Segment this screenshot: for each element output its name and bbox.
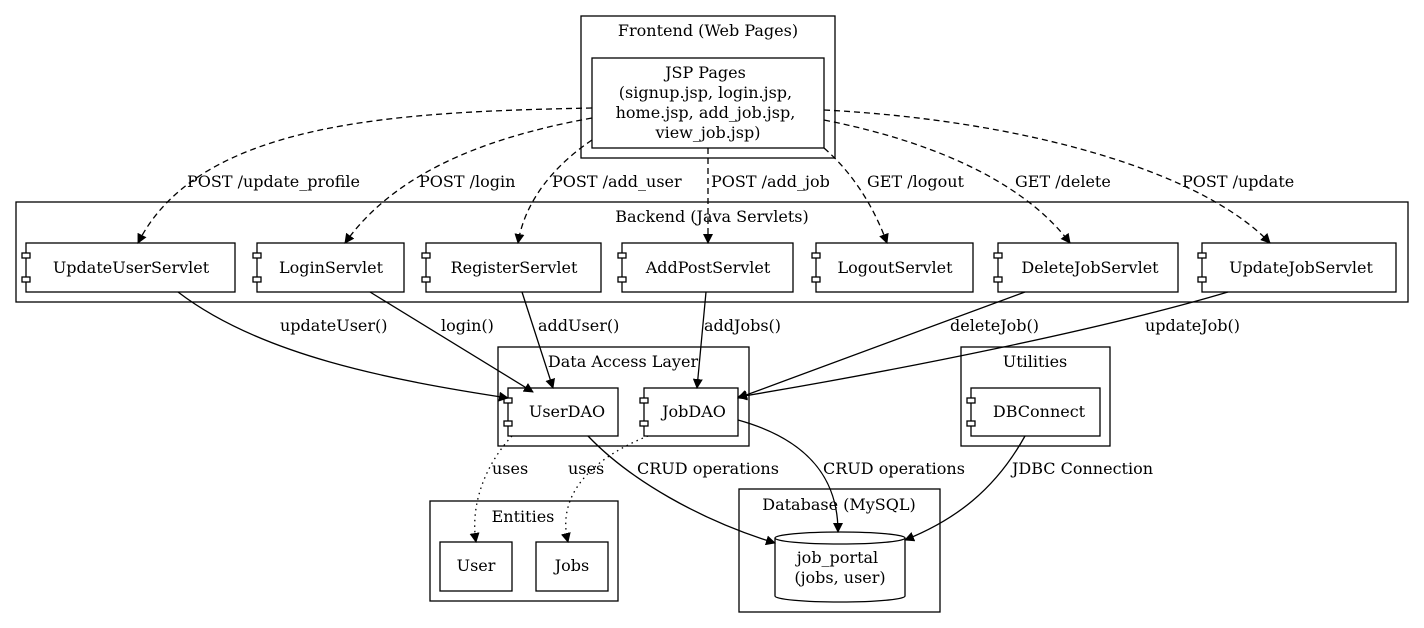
edge-get-delete-label: GET /delete <box>1015 172 1111 191</box>
edge-post-update-label: POST /update <box>1182 172 1294 191</box>
node-update-job-servlet-label: UpdateJobServlet <box>1229 258 1373 277</box>
node-job-portal-db: job_portal (jobs, user) <box>774 531 906 603</box>
edge-delete-job-label: deleteJob() <box>950 316 1039 335</box>
edge-add-user-label: addUser() <box>538 316 619 335</box>
edge-get-logout: GET /logout <box>823 147 965 244</box>
edge-post-update: POST /update <box>823 109 1294 244</box>
edge-update-job-label: updateJob() <box>1145 316 1240 335</box>
edge-add-jobs: addJobs() <box>692 291 781 389</box>
edge-login: login() <box>369 291 534 393</box>
cluster-utilities: Utilities <box>960 346 1111 447</box>
edge-uses-jobs-label: uses <box>568 459 604 478</box>
edge-post-login: POST /login <box>344 117 593 244</box>
edge-post-login-label: POST /login <box>419 172 515 191</box>
edge-post-add-user: POST /add_user <box>514 139 682 244</box>
cluster-backend: Backend (Java Servlets) <box>15 201 1409 303</box>
node-job-dao: JobDAO <box>639 387 739 437</box>
cluster-entities: Entities <box>429 500 619 602</box>
node-user-dao: UserDAO <box>503 387 619 437</box>
edge-get-logout-label: GET /logout <box>867 172 965 191</box>
node-db-connect-label: DBConnect <box>993 402 1086 421</box>
edge-crud-job: CRUD operations <box>737 419 965 533</box>
node-register-servlet: RegisterServlet <box>421 242 602 293</box>
node-job-dao-label: JobDAO <box>660 402 726 421</box>
edge-uses-user: uses <box>469 435 528 543</box>
edge-add-jobs-label: addJobs() <box>704 316 781 335</box>
node-register-servlet-label: RegisterServlet <box>451 258 578 277</box>
edge-uses-user-label: uses <box>492 459 528 478</box>
edge-add-user: addUser() <box>521 291 619 389</box>
node-login-servlet-label: LoginServlet <box>279 258 384 277</box>
node-db-connect: DBConnect <box>966 387 1101 437</box>
edge-crud-user: CRUD operations <box>587 435 779 546</box>
edge-jdbc-connection-label: JDBC Connection <box>1010 459 1153 478</box>
node-add-post-servlet-label: AddPostServlet <box>645 258 771 277</box>
cluster-database-title: Database (MySQL) <box>762 495 916 514</box>
edge-update-user-label: updateUser() <box>280 316 388 335</box>
node-logout-servlet-label: LogoutServlet <box>838 258 954 277</box>
edge-login-label: login() <box>441 316 494 335</box>
cluster-dal-title: Data Access Layer <box>548 352 699 371</box>
cluster-backend-title: Backend (Java Servlets) <box>615 207 809 226</box>
node-delete-job-servlet: DeleteJobServlet <box>993 242 1179 293</box>
cluster-entities-title: Entities <box>492 507 555 526</box>
node-user-entity: User <box>439 541 513 592</box>
edge-delete-job: deleteJob() <box>737 291 1039 400</box>
node-delete-job-servlet-label: DeleteJobServlet <box>1021 258 1159 277</box>
node-jobs-entity: Jobs <box>535 541 609 592</box>
edge-crud-job-label: CRUD operations <box>823 459 965 478</box>
node-user-dao-label: UserDAO <box>529 402 605 421</box>
edge-post-add-job-label: POST /add_job <box>711 172 830 191</box>
cluster-utilities-title: Utilities <box>1003 352 1068 371</box>
edge-get-delete: GET /delete <box>823 119 1111 244</box>
cluster-frontend-title: Frontend (Web Pages) <box>618 21 798 40</box>
edge-crud-user-label: CRUD operations <box>637 459 779 478</box>
node-jsp-pages: JSP Pages (signup.jsp, login.jsp, home.j… <box>591 57 825 149</box>
edge-uses-jobs: uses <box>560 435 649 543</box>
node-update-job-servlet: UpdateJobServlet <box>1197 242 1397 293</box>
edge-update-job: updateJob() <box>737 291 1240 401</box>
edge-post-add-user-label: POST /add_user <box>552 172 682 191</box>
node-logout-servlet: LogoutServlet <box>811 242 974 293</box>
cluster-database: Database (MySQL) <box>738 488 941 613</box>
node-add-post-servlet: AddPostServlet <box>617 242 794 293</box>
edge-post-update-profile-label: POST /update_profile <box>187 172 360 191</box>
node-jsp-pages-label: JSP Pages (signup.jsp, login.jsp, home.j… <box>616 63 801 142</box>
node-update-user-servlet-label: UpdateUserServlet <box>53 258 210 277</box>
edge-post-update-profile: POST /update_profile <box>137 107 593 244</box>
node-job-portal-db-label: job_portal (jobs, user) <box>794 548 885 587</box>
node-jobs-entity-label: Jobs <box>553 556 590 575</box>
node-login-servlet: LoginServlet <box>252 242 405 293</box>
node-user-entity-label: User <box>457 556 496 575</box>
node-update-user-servlet: UpdateUserServlet <box>21 242 236 293</box>
edge-jdbc-connection: JDBC Connection <box>904 435 1153 542</box>
edge-update-user: updateUser() <box>177 291 509 402</box>
edge-post-add-job: POST /add_job <box>703 148 830 244</box>
